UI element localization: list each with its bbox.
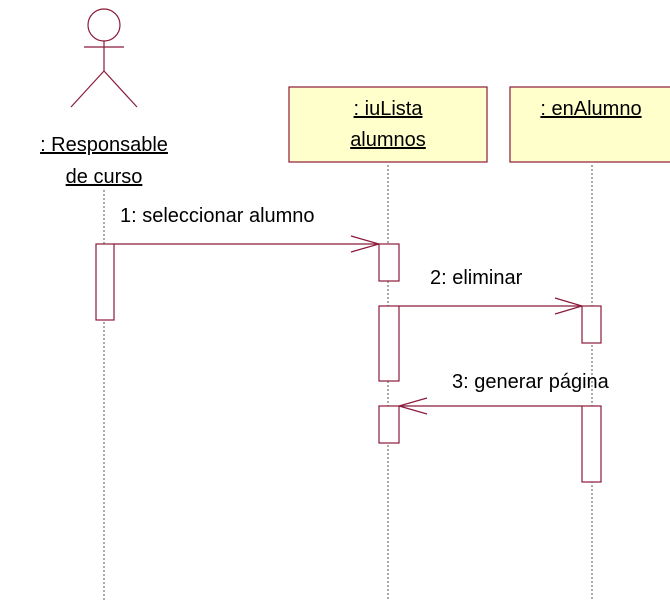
- object-box-iulista: [288, 86, 488, 163]
- arrowhead-3-icon: [396, 397, 428, 415]
- object-label-iulista-line2: alumnos: [350, 129, 426, 151]
- message-label-1: 1: seleccionar alumno: [120, 205, 315, 227]
- activation-iulista-3: [378, 405, 400, 444]
- actor-label-line1: : Responsable: [40, 134, 168, 156]
- activation-enalumno-1: [581, 305, 602, 344]
- object-box-enalumno: [509, 86, 670, 163]
- actor-right-leg: [103, 70, 138, 108]
- actor-head: [87, 8, 121, 42]
- object-label-enalumno: : enAlumno: [540, 98, 641, 120]
- activation-iulista-2: [378, 305, 400, 382]
- message-label-2: 2: eliminar: [430, 267, 523, 289]
- actor-left-leg: [70, 70, 105, 108]
- message-label-3: 3: generar página: [452, 371, 610, 393]
- activation-actor: [95, 243, 115, 321]
- activation-enalumno-2: [581, 405, 602, 483]
- arrowhead-1-icon: [350, 235, 382, 253]
- arrowhead-2-icon: [554, 297, 585, 315]
- object-label-iulista-line1: : iuLista: [354, 98, 424, 120]
- activation-iulista-1: [378, 243, 400, 282]
- actor-label-line2: de curso: [66, 166, 143, 188]
- actor-icon: [70, 8, 138, 108]
